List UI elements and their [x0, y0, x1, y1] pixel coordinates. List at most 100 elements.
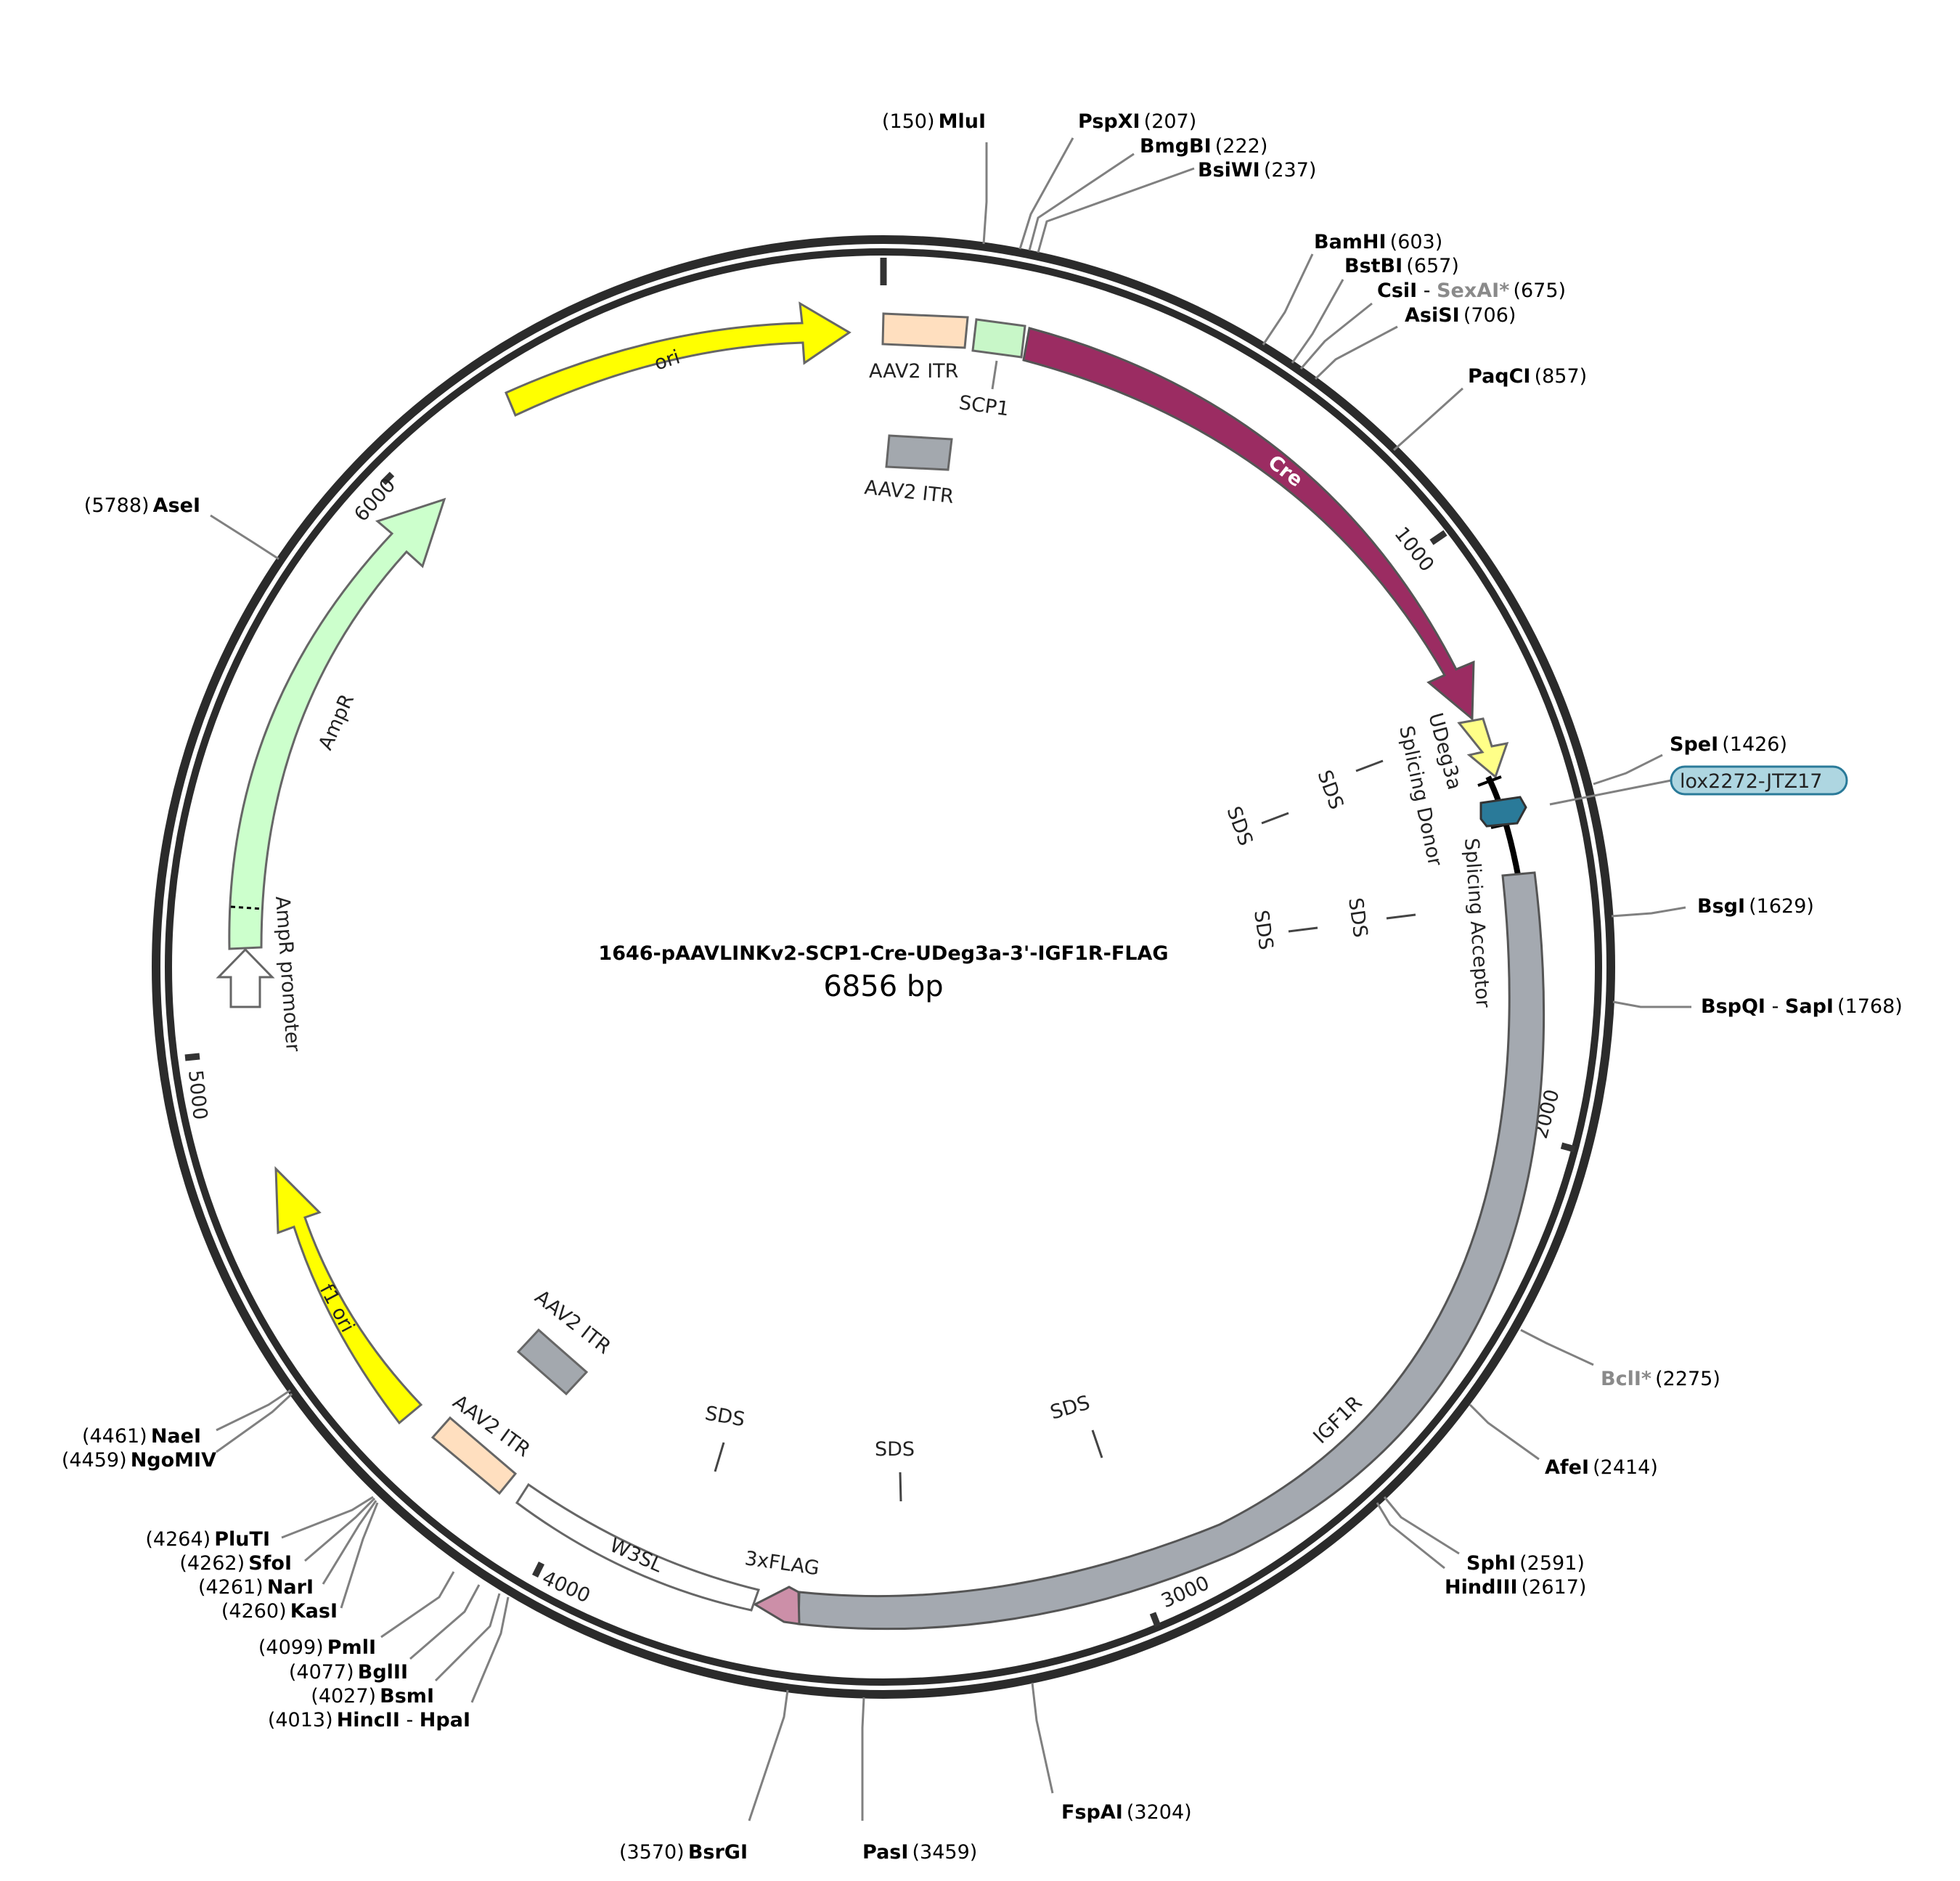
flag-arrow: [752, 1586, 801, 1625]
site-leaders: [210, 137, 1691, 1821]
lox-label-box: [1670, 765, 1848, 796]
leader-bstbi: [1291, 279, 1344, 364]
sds-tick-4: [1288, 926, 1318, 933]
site-label-sfoi[interactable]: (4262) SfoI: [179, 1552, 292, 1575]
sds-tick-1: [1355, 759, 1384, 772]
itr-inner-bottom-box: [516, 1328, 589, 1396]
leader-sfoi: [304, 1497, 376, 1562]
f1-ori-feature[interactable]: f1 ori: [274, 1166, 423, 1425]
site-label-ngomiv[interactable]: (4459) NgoMIV: [62, 1449, 216, 1472]
site-label-pasi[interactable]: PasI (3459): [862, 1841, 977, 1864]
aav2-itr-inner-bottom[interactable]: AAV2 ITR: [516, 1286, 615, 1396]
f1-ori-arrow: [274, 1166, 423, 1425]
lox-leader: [1549, 779, 1672, 806]
site-label-bsgi[interactable]: BsgI (1629): [1697, 895, 1814, 918]
leader-pluti: [281, 1496, 374, 1539]
ampr-arrow: [228, 497, 446, 950]
itr-inner-top-label: AAV2 ITR: [863, 476, 955, 508]
splice-mark-1: [1477, 775, 1502, 787]
site-label-pspxi[interactable]: PspXI (207): [1078, 110, 1196, 133]
leader-sphi: [1383, 1496, 1460, 1555]
leader-hindiii: [1376, 1502, 1445, 1570]
plasmid-name: 1646-pAAVLINKv2-SCP1-Cre-UDeg3a-3'-IGF1R…: [598, 942, 1168, 965]
site-label-bglii[interactable]: (4077) BglII: [289, 1661, 408, 1684]
site-label-bsmi[interactable]: (4027) BsmI: [311, 1685, 434, 1707]
leader-asei: [210, 514, 279, 560]
site-label-pluti[interactable]: (4264) PluTI: [145, 1528, 270, 1551]
site-label-spei[interactable]: SpeI (1426): [1670, 733, 1787, 756]
scp1-feature[interactable]: SCP1: [957, 318, 1026, 421]
tick-2000: [1560, 1142, 1576, 1153]
leader-bsrgi: [748, 1689, 789, 1821]
site-label-kasi[interactable]: (4260) KasI: [221, 1600, 338, 1623]
aav2-itr-bottom[interactable]: AAV2 ITR: [430, 1391, 534, 1496]
leader-afei: [1469, 1403, 1540, 1461]
site-label-asei[interactable]: (5788) AseI: [84, 494, 200, 517]
site-label-pmli[interactable]: (4099) PmlI: [258, 1636, 376, 1659]
site-label-hincii-hpai[interactable]: (4013) HincII - HpaI: [268, 1709, 470, 1731]
ori-feature[interactable]: ori: [505, 301, 852, 417]
leader-pasi: [861, 1697, 865, 1821]
itr-bottom-box: [430, 1416, 518, 1496]
site-label-fspai[interactable]: FspAI (3204): [1061, 1801, 1192, 1824]
itr-inner-top-box: [885, 434, 953, 471]
scp1-label: SCP1: [957, 391, 1010, 420]
lox-feature[interactable]: lox2272-JTZ17: [1479, 765, 1848, 828]
leader-nari: [322, 1500, 377, 1585]
leader-bspqi: [1612, 1000, 1691, 1008]
site-label-bsrgi[interactable]: (3570) BsrGI: [619, 1841, 748, 1864]
aav2-itr-inner-top[interactable]: AAV2 ITR: [863, 434, 955, 508]
sds-label-6: SDS: [875, 1438, 915, 1461]
site-label-mlui[interactable]: (150) MluI: [882, 110, 986, 133]
scp1-box: [971, 318, 1026, 359]
leader-pmli: [380, 1571, 455, 1639]
ampr-label: AmpR: [314, 691, 359, 754]
itr-top-label: AAV2 ITR: [869, 360, 958, 383]
sds-tick-5: [714, 1442, 725, 1472]
sds-label-2: SDS: [1222, 804, 1257, 849]
leader-hincii: [470, 1596, 510, 1703]
f1-ori-label: f1 ori: [315, 1281, 359, 1337]
flag-label: 3xFLAG: [743, 1547, 821, 1580]
tick-5000: [184, 1053, 200, 1061]
site-label-asisi[interactable]: AsiSI (706): [1405, 304, 1516, 327]
site-label-sphi[interactable]: SphI (2591): [1466, 1552, 1585, 1575]
sds-label-4: SDS: [1249, 909, 1277, 952]
ampr-promoter-arrow: [216, 947, 275, 1008]
site-label-hindiii[interactable]: HindIII (2617): [1445, 1576, 1586, 1599]
tick-1000: [1429, 530, 1447, 545]
sds-annotations: SDS SDS SDS SDS SDS SDS SDS: [703, 759, 1416, 1502]
sds-tick-2: [1261, 812, 1289, 825]
site-label-csii-sexai[interactable]: CsiI - SexAI* (675): [1377, 280, 1566, 302]
aav2-itr-top[interactable]: AAV2 ITR: [869, 312, 969, 383]
ampr-dashed-separator: [230, 905, 264, 910]
site-label-bcli[interactable]: BclI* (2275): [1601, 1368, 1720, 1390]
ampr-feature[interactable]: AmpR: [228, 497, 446, 950]
site-label-nari[interactable]: (4261) NarI: [198, 1576, 314, 1599]
leader-bsiwi: [1037, 167, 1195, 253]
lox-arrow: [1479, 796, 1527, 828]
leader-kasi: [340, 1502, 379, 1609]
tick-3000: [1149, 1612, 1161, 1628]
site-label-bstbi[interactable]: BstBI (657): [1344, 255, 1459, 277]
site-label-bspqi-sapi[interactable]: BspQI - SapI (1768): [1701, 995, 1903, 1018]
leader-bsgi: [1611, 906, 1686, 918]
backbone-outer-ring: [152, 235, 1615, 1699]
site-label-bmgbi[interactable]: BmgBI (222): [1140, 135, 1267, 158]
ampr-promoter-label: AmpR promoter: [271, 895, 304, 1053]
site-label-naei[interactable]: (4461) NaeI: [82, 1425, 201, 1448]
site-label-afei[interactable]: AfeI (2414): [1545, 1456, 1658, 1479]
tick-4000: [531, 1561, 545, 1578]
sds-label-1: SDS: [1312, 767, 1347, 812]
site-label-bamhi[interactable]: BamHI (603): [1314, 231, 1442, 253]
site-label-paqci[interactable]: PaqCI (857): [1468, 365, 1587, 388]
lox-label: lox2272-JTZ17: [1680, 770, 1822, 793]
w3sl-box: [515, 1482, 760, 1612]
tick-label-5000: 5000: [184, 1069, 211, 1121]
site-label-bsiwi[interactable]: BsiWI (237): [1198, 159, 1316, 181]
leader-ngomiv: [216, 1392, 293, 1453]
leader-bsmi: [434, 1593, 501, 1682]
leader-spei: [1593, 754, 1663, 786]
leader-bcli: [1520, 1329, 1594, 1366]
leader-csii: [1299, 302, 1373, 370]
